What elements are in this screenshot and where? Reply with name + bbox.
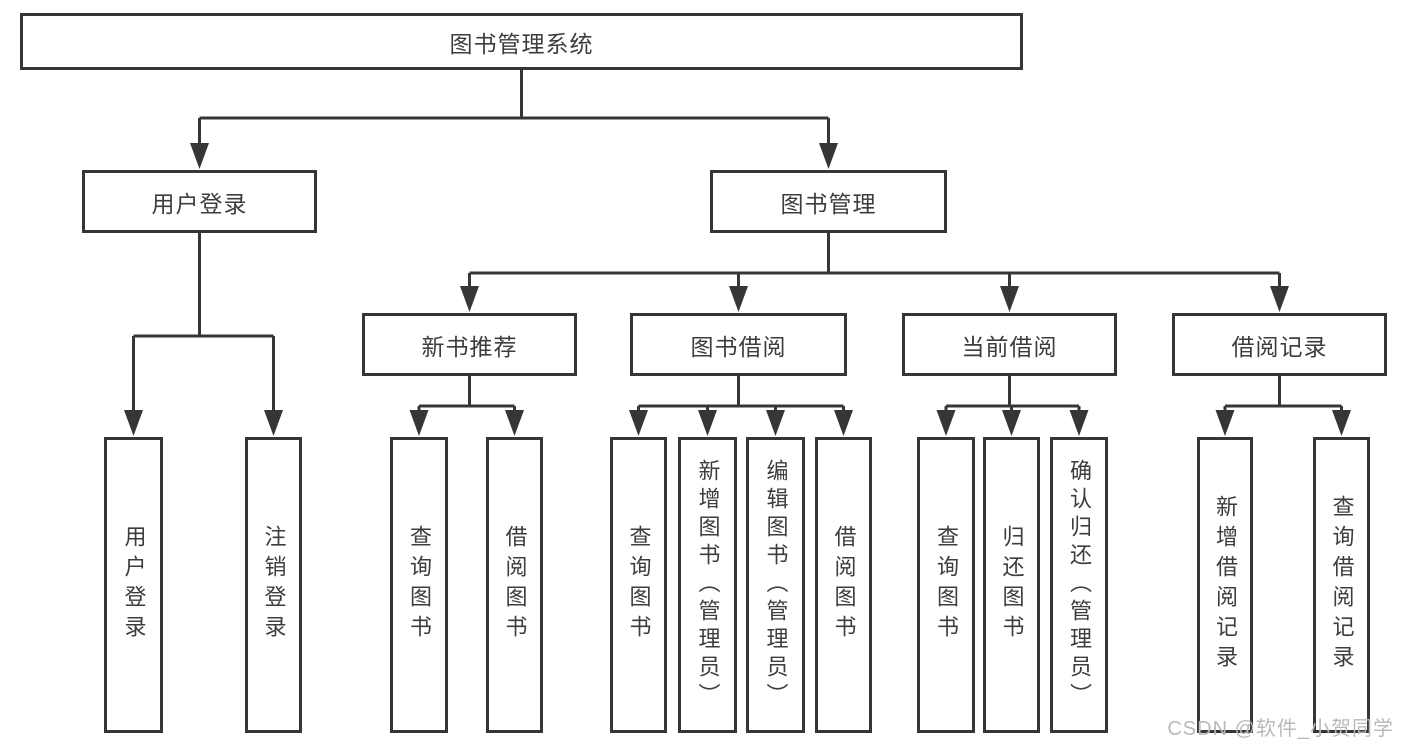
leaf-add-books-admin: 新增图书（管理员） — [678, 437, 737, 733]
leaf-query-books-1-label: 查询图书 — [407, 525, 432, 645]
leaf-user-login-label: 用户登录 — [121, 525, 147, 645]
leaf-return-books-label: 归还图书 — [999, 525, 1025, 645]
leaf-query-books-2-label: 查询图书 — [626, 525, 652, 645]
leaf-query-books-3-label: 查询图书 — [934, 525, 959, 645]
leaf-query-books-3: 查询图书 — [917, 437, 975, 733]
leaf-return-books: 归还图书 — [983, 437, 1040, 733]
leaf-confirm-return-admin: 确认归还（管理员） — [1050, 437, 1108, 733]
leaf-borrow-books-1-label: 借阅图书 — [502, 525, 528, 645]
leaf-edit-books-admin-label: 编辑图书（管理员） — [763, 459, 789, 711]
node-book-management-label: 图书管理 — [780, 190, 877, 217]
leaf-add-borrow-record: 新增借阅记录 — [1197, 437, 1253, 733]
leaf-edit-books-admin: 编辑图书（管理员） — [746, 437, 805, 733]
node-current-borrowing: 当前借阅 — [902, 313, 1117, 376]
leaf-logout-label: 注销登录 — [261, 525, 287, 645]
node-book-borrowing-label: 图书借阅 — [690, 333, 787, 360]
connector-user-login-to-leaves — [132, 233, 275, 414]
leaf-user-login: 用户登录 — [104, 437, 163, 733]
node-book-borrowing: 图书借阅 — [630, 313, 847, 376]
leaf-query-books-1: 查询图书 — [390, 437, 448, 733]
leaf-confirm-return-admin-label: 确认归还（管理员） — [1067, 459, 1092, 711]
connector-book-borrowing-to-leaves — [637, 376, 845, 414]
node-library-system: 图书管理系统 — [20, 13, 1023, 70]
connector-root-to-level2 — [198, 70, 830, 148]
node-current-borrowing-label: 当前借阅 — [961, 333, 1058, 360]
node-book-management: 图书管理 — [710, 170, 947, 233]
leaf-add-borrow-record-label: 新增借阅记录 — [1213, 495, 1238, 675]
node-borrowing-records: 借阅记录 — [1172, 313, 1387, 376]
csdn-watermark: CSDN @软件_小贺同学 — [1167, 718, 1394, 740]
leaf-add-books-admin-label: 新增图书（管理员） — [695, 459, 721, 711]
leaf-borrow-books-2: 借阅图书 — [815, 437, 872, 733]
leaf-borrow-books-2-label: 借阅图书 — [831, 525, 857, 645]
leaf-borrow-books-1: 借阅图书 — [486, 437, 543, 733]
node-new-book-recommend-label: 新书推荐 — [421, 333, 518, 360]
node-user-login-label: 用户登录 — [151, 190, 248, 217]
node-borrowing-records-label: 借阅记录 — [1231, 333, 1328, 360]
leaf-logout: 注销登录 — [245, 437, 302, 733]
node-library-system-label: 图书管理系统 — [449, 30, 594, 57]
node-user-login: 用户登录 — [82, 170, 317, 233]
node-new-book-recommend: 新书推荐 — [362, 313, 577, 376]
connector-book-management-to-level3 — [468, 233, 1281, 291]
connector-current-borrowing-to-leaves — [944, 376, 1081, 414]
connector-new-book-to-leaves — [417, 376, 516, 414]
leaf-query-books-2: 查询图书 — [610, 437, 667, 733]
leaf-query-borrow-record-label: 查询借阅记录 — [1329, 495, 1355, 675]
connector-borrowing-records-to-leaves — [1223, 376, 1343, 414]
leaf-query-borrow-record: 查询借阅记录 — [1313, 437, 1370, 733]
